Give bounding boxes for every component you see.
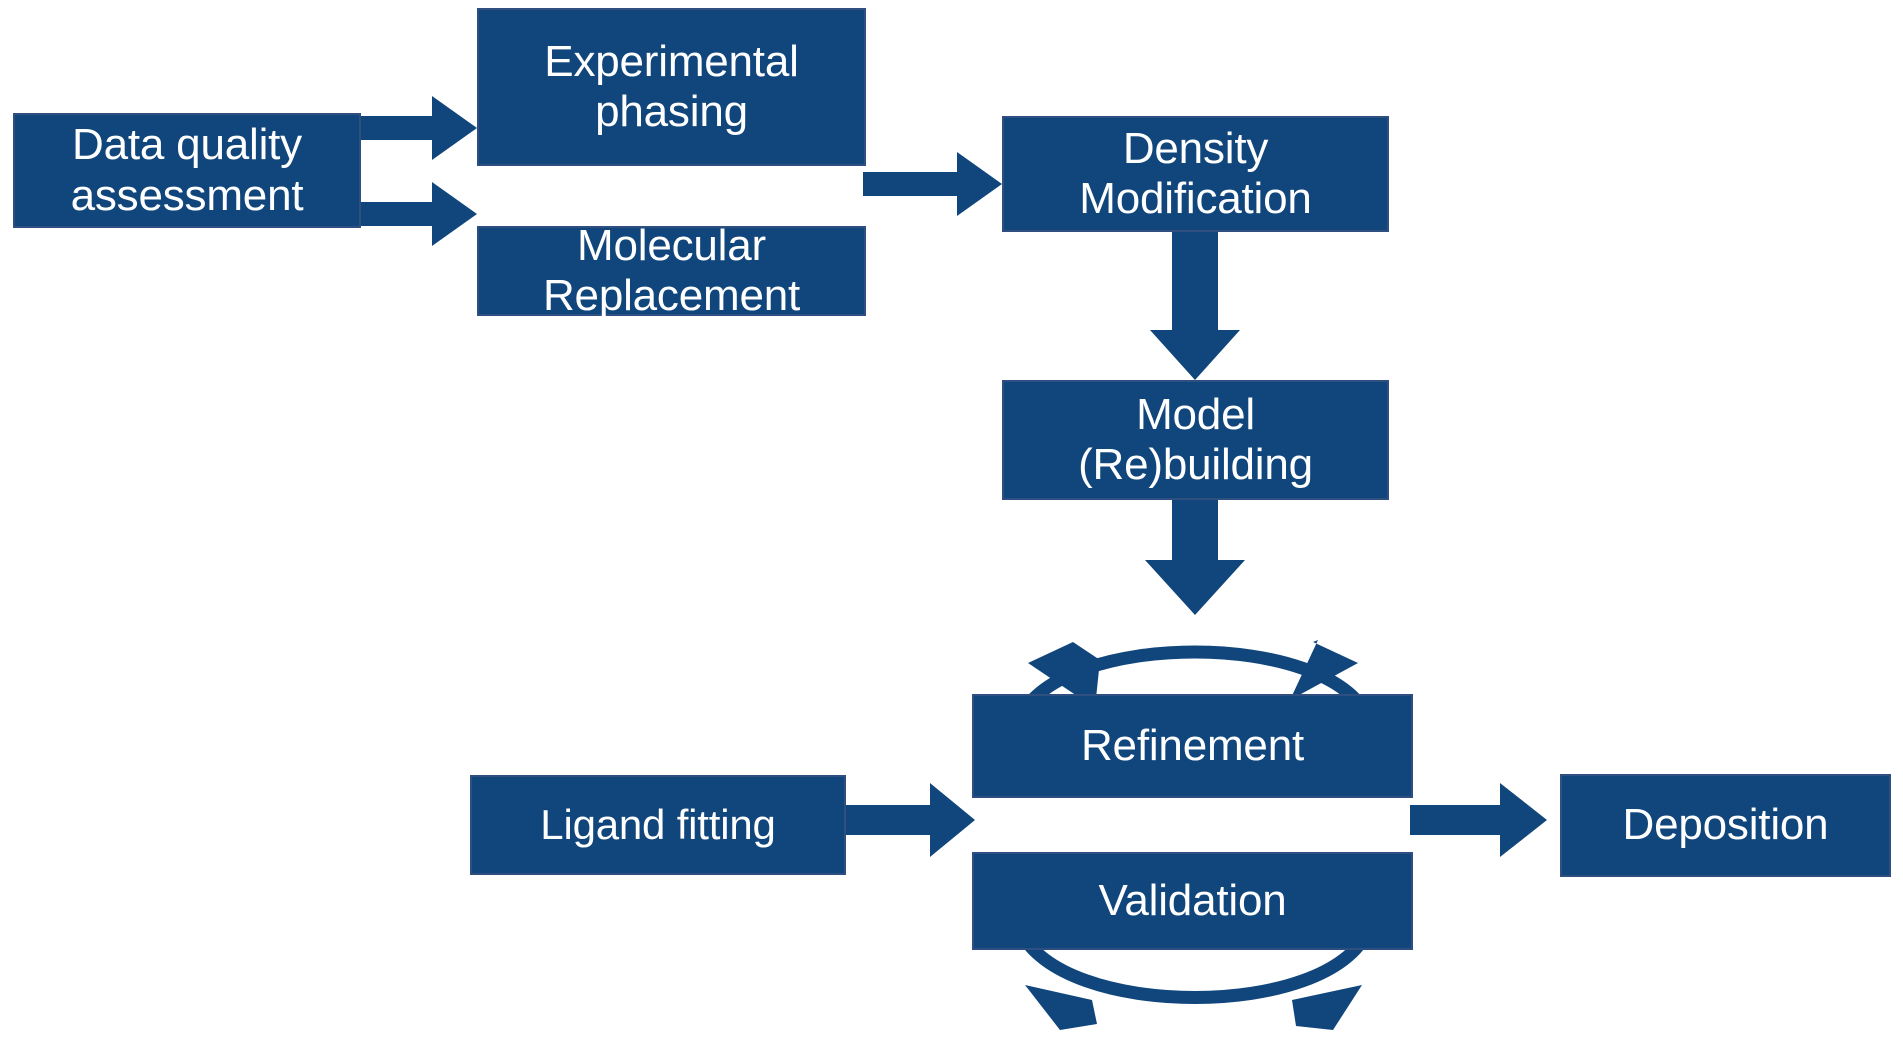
arrow-model-rebuilding-to-refinement [1145,500,1245,615]
node-molecular-replacement[interactable]: Molecular Replacement [477,221,866,320]
node-validation[interactable]: Validation [972,852,1413,950]
node-deposition[interactable]: Deposition [1560,774,1891,877]
arrow-data-quality-to-mol-replacement [360,182,477,246]
node-label: Density Modification [1079,123,1312,223]
node-label: Deposition [1622,800,1829,850]
node-label: Model (Re)building [1078,389,1313,489]
arrow-data-quality-to-exp-phasing [360,96,477,160]
arrow-density-mod-to-model-rebuilding [1150,232,1240,380]
node-ligand-fitting[interactable]: Ligand fitting [470,775,846,875]
arrow-cycle-to-deposition [1410,783,1547,857]
node-label: Experimental phasing [544,36,799,136]
cycle-bottom-right-arrowhead [1292,985,1362,1030]
node-experimental-phasing[interactable]: Experimental phasing [477,8,866,166]
node-label: Data quality assessment [70,120,304,220]
node-data-quality-assessment[interactable]: Data quality assessment [13,113,361,228]
arrow-ligand-fitting-to-cycle [846,783,975,857]
node-label: Molecular Replacement [542,220,801,320]
arrow-phasing-to-density-mod [863,152,1002,216]
node-density-modification[interactable]: Density Modification [1002,116,1389,232]
node-label: Ligand fitting [540,801,776,849]
cycle-top-right-arrowhead [1290,640,1358,700]
cycle-bottom-left-arrowhead [1025,985,1097,1030]
node-model-rebuilding[interactable]: Model (Re)building [1002,380,1389,500]
node-label: Validation [1098,875,1287,925]
node-refinement[interactable]: Refinement [972,694,1413,798]
node-label: Refinement [1080,720,1304,770]
